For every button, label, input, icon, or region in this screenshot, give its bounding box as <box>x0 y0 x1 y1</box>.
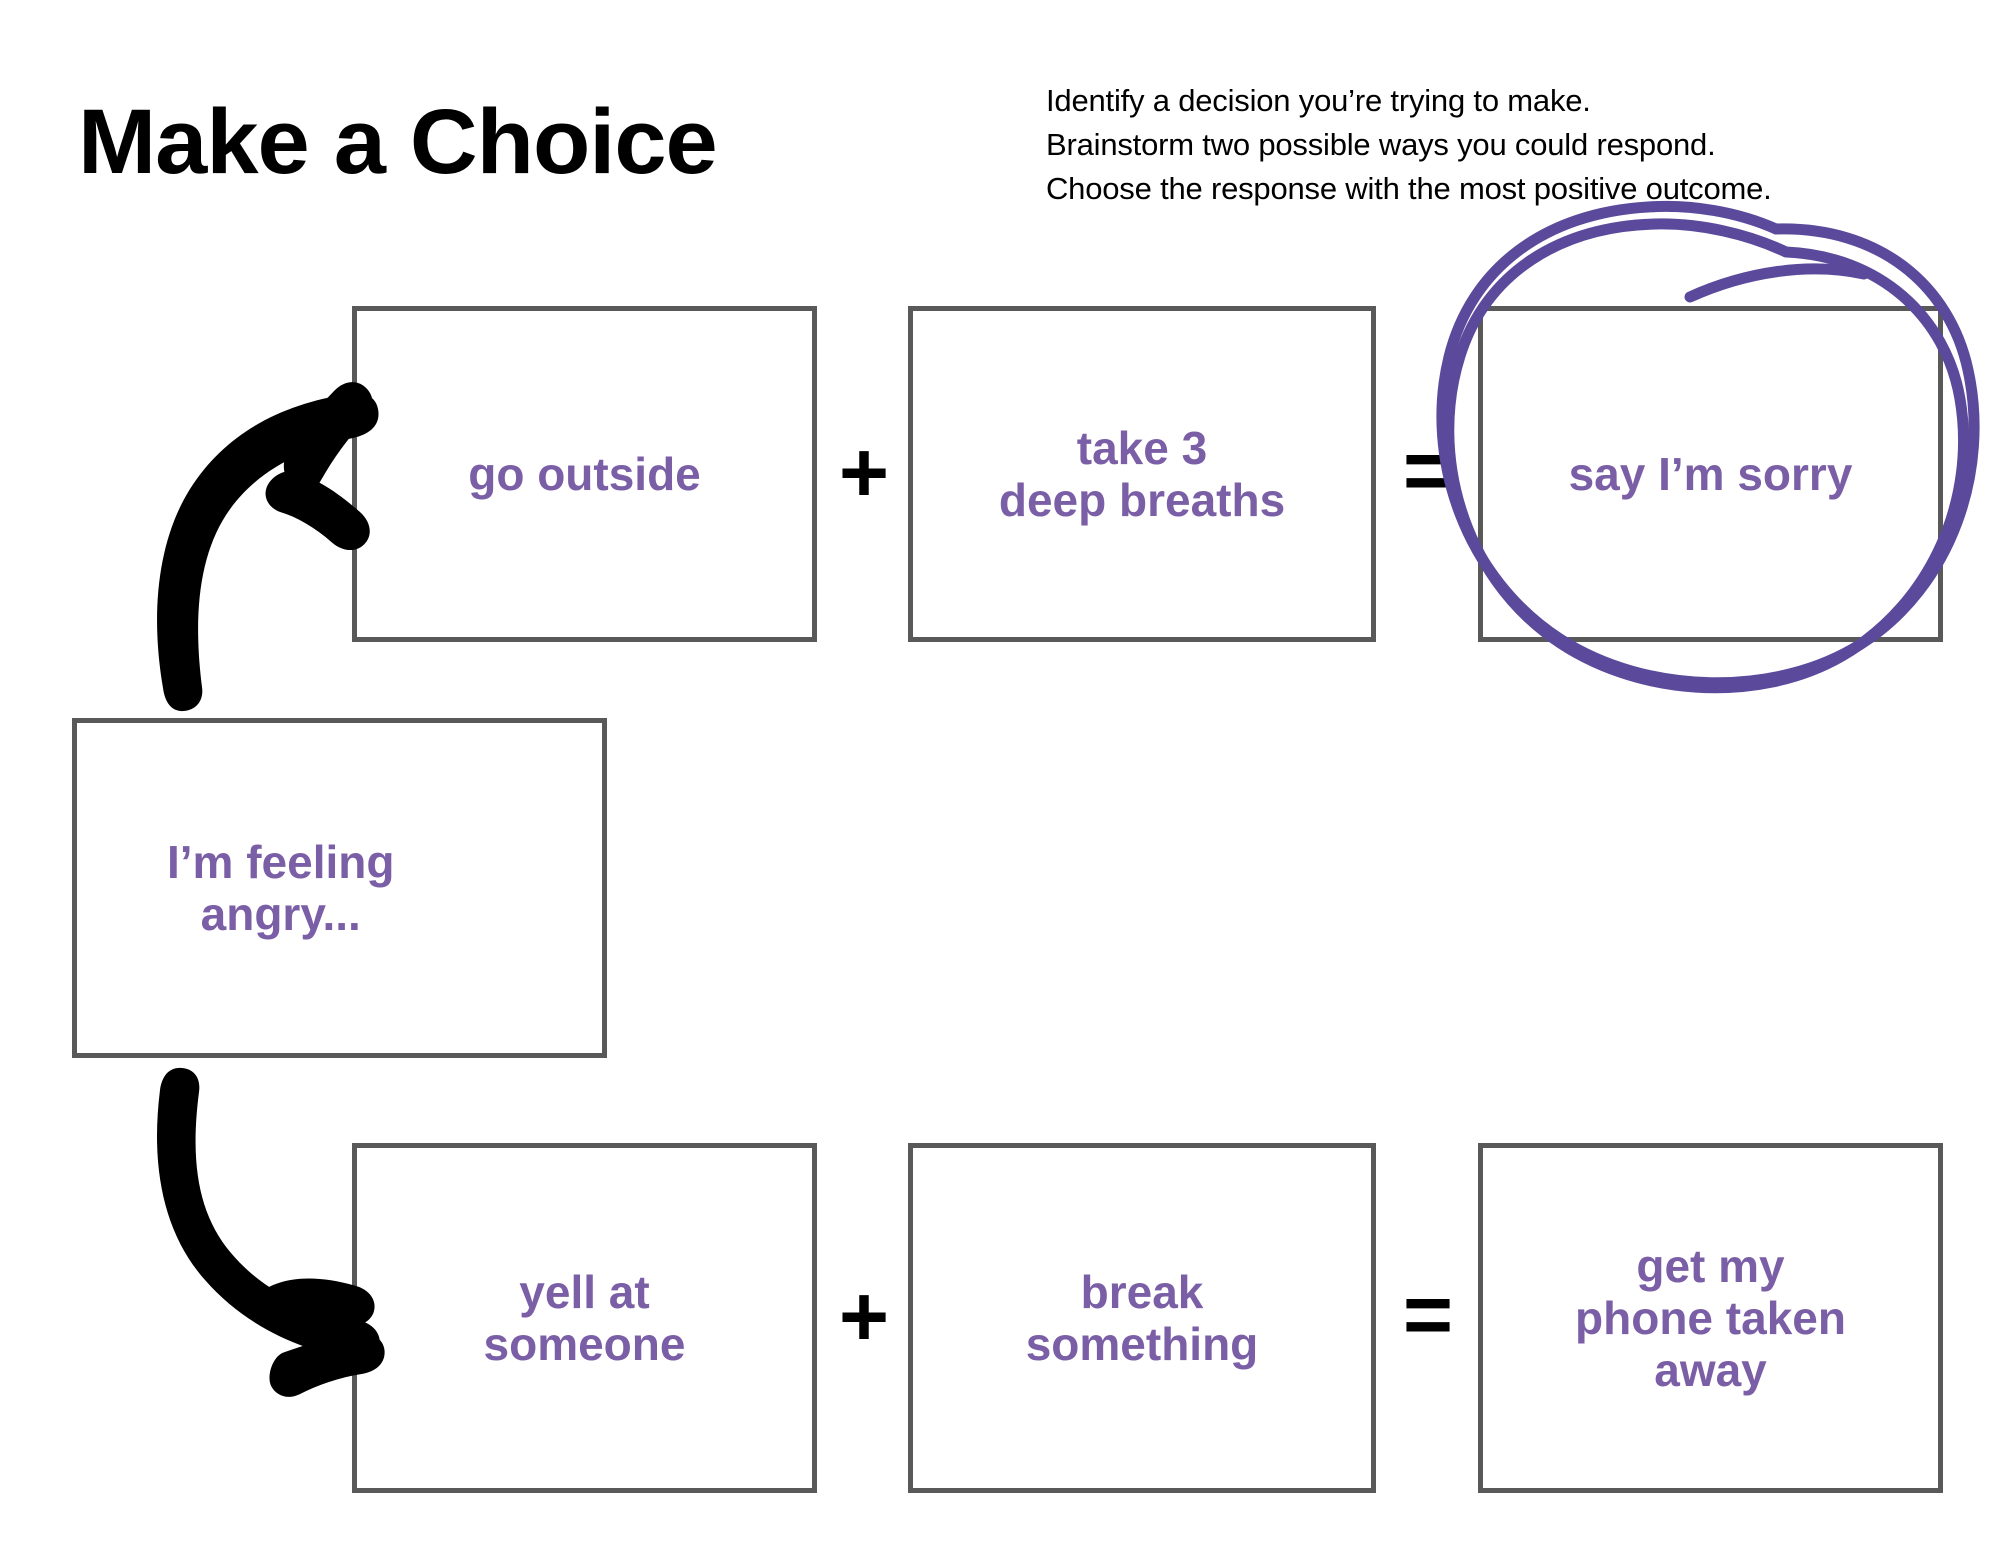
option-positive-outcome-box[interactable]: say I’m sorry <box>1478 306 1943 642</box>
equals-operator-bottom: = <box>1402 1267 1454 1363</box>
option-negative-outcome-box[interactable]: get my phone taken away <box>1478 1143 1943 1493</box>
option-negative-action2-label: break something <box>1025 1266 1259 1370</box>
instruction-line-3: Choose the response with the most positi… <box>1046 171 1772 206</box>
prompt-feeling-box[interactable]: I’m feeling angry... <box>72 718 607 1058</box>
option-positive-outcome-label: say I’m sorry <box>1568 448 1853 500</box>
option-negative-action2-box[interactable]: break something <box>908 1143 1376 1493</box>
instructions-block: Identify a decision you’re trying to mak… <box>1046 79 1946 211</box>
option-negative-action-box[interactable]: yell at someone <box>352 1143 817 1493</box>
equals-operator-top: = <box>1402 423 1454 519</box>
plus-operator-bottom: + <box>838 1269 890 1365</box>
option-positive-action2-label: take 3 deep breaths <box>998 422 1286 526</box>
instruction-line-1: Identify a decision you’re trying to mak… <box>1046 83 1591 118</box>
option-positive-action-label: go outside <box>468 448 701 500</box>
instruction-line-2: Brainstorm two possible ways you could r… <box>1046 127 1716 162</box>
option-negative-action-label: yell at someone <box>483 1266 686 1370</box>
plus-operator-top: + <box>838 425 890 521</box>
option-negative-outcome-label: get my phone taken away <box>1575 1240 1846 1396</box>
page-title: Make a Choice <box>78 91 718 193</box>
prompt-feeling-label: I’m feeling angry... <box>167 836 395 940</box>
option-positive-action2-box[interactable]: take 3 deep breaths <box>908 306 1376 642</box>
option-positive-action-box[interactable]: go outside <box>352 306 817 642</box>
